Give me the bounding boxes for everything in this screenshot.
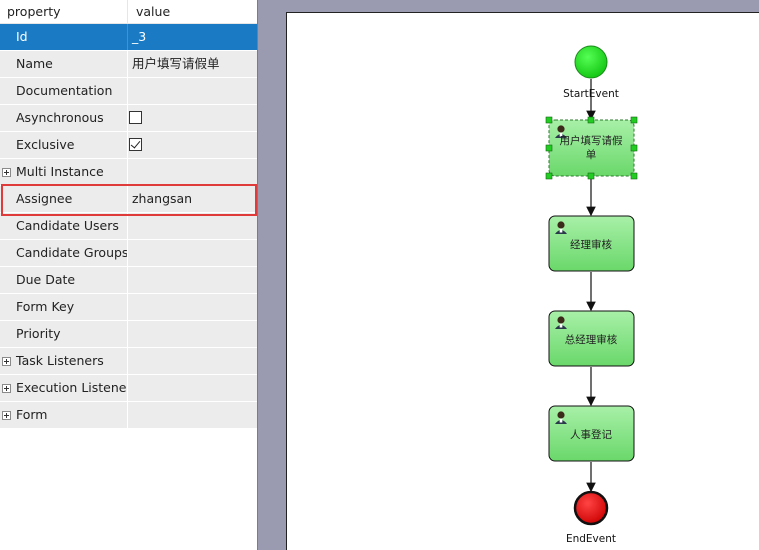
property-row-priority[interactable]: Priority (0, 321, 257, 348)
property-name: Form (16, 407, 48, 422)
expand-icon[interactable] (2, 411, 11, 420)
property-row-id[interactable]: Id _3 (0, 24, 257, 51)
property-row-due-date[interactable]: Due Date (0, 267, 257, 294)
property-row-candidate-users[interactable]: Candidate Users (0, 213, 257, 240)
expand-icon[interactable] (2, 168, 11, 177)
property-name: Due Date (16, 272, 76, 287)
property-column-header[interactable]: property (7, 4, 61, 19)
property-row-assignee[interactable]: Assignee zhangsan (0, 186, 257, 213)
task-general-manager-review[interactable]: 总经理审核 (548, 310, 635, 367)
due-date-value[interactable] (128, 267, 257, 293)
execution-listeners-value[interactable] (128, 375, 257, 401)
candidate-groups-value[interactable] (128, 240, 257, 266)
exclusive-checkbox[interactable] (129, 138, 142, 151)
property-name: Assignee (16, 191, 73, 206)
property-name: Priority (16, 326, 61, 341)
task-hr-registration[interactable]: 人事登记 (548, 405, 635, 462)
expand-icon[interactable] (2, 357, 11, 366)
property-row-candidate-groups[interactable]: Candidate Groups (0, 240, 257, 267)
form-value[interactable] (128, 402, 257, 428)
property-name: Name (16, 56, 53, 71)
property-row-name[interactable]: Name 用户填写请假单 (0, 51, 257, 78)
form-key-value[interactable] (128, 294, 257, 320)
task-label: 用户填写请假 (560, 134, 623, 147)
property-row-documentation[interactable]: Documentation (0, 78, 257, 105)
property-row-asynchronous[interactable]: Asynchronous (0, 105, 257, 132)
property-row-multi-instance[interactable]: Multi Instance (0, 159, 257, 186)
name-value[interactable]: 用户填写请假单 (132, 56, 220, 71)
documentation-value[interactable] (128, 78, 257, 104)
asynchronous-checkbox[interactable] (129, 111, 142, 124)
selection-handles[interactable] (545, 116, 638, 180)
property-name: Documentation (16, 83, 113, 98)
task-manager-review[interactable]: 经理审核 (548, 215, 635, 272)
expand-icon[interactable] (2, 384, 11, 393)
property-name: Candidate Users (16, 218, 119, 233)
assignee-value[interactable]: zhangsan (132, 191, 193, 206)
priority-value[interactable] (128, 321, 257, 347)
properties-header: property value (0, 0, 257, 24)
property-name: Task Listeners (16, 353, 104, 368)
end-event[interactable]: EndEvent (566, 490, 616, 545)
property-name: Form Key (16, 299, 75, 314)
task-label: 经理审核 (570, 238, 612, 251)
diagram-canvas[interactable]: StartEvent 用户填写请假 单 (257, 0, 759, 550)
multi-instance-value[interactable] (128, 159, 257, 185)
end-event-label: EndEvent (566, 533, 616, 545)
property-row-task-listeners[interactable]: Task Listeners (0, 348, 257, 375)
start-event-label: StartEvent (563, 88, 619, 100)
process-diagram: StartEvent 用户填写请假 单 (545, 45, 638, 545)
task-listeners-value[interactable] (128, 348, 257, 374)
property-row-execution-listeners[interactable]: Execution Listeners (0, 375, 257, 402)
property-name: Exclusive (16, 137, 75, 152)
task-label: 总经理审核 (565, 333, 618, 346)
task-label-line2: 单 (586, 149, 597, 161)
property-row-form-key[interactable]: Form Key (0, 294, 257, 321)
task-user-fill-leave-form[interactable]: 用户填写请假 单 (545, 116, 638, 180)
candidate-users-value[interactable] (128, 213, 257, 239)
property-row-form[interactable]: Form (0, 402, 257, 429)
task-label: 人事登记 (570, 428, 612, 441)
property-name: Candidate Groups (16, 245, 127, 260)
property-row-exclusive[interactable]: Exclusive (0, 132, 257, 159)
property-name: Id (16, 29, 28, 44)
column-divider[interactable] (127, 0, 128, 24)
property-name: Asynchronous (16, 110, 104, 125)
property-name: Multi Instance (16, 164, 104, 179)
property-name: Execution Listeners (16, 380, 127, 395)
value-column-header[interactable]: value (136, 4, 171, 19)
id-value[interactable]: _3 (132, 29, 147, 44)
properties-panel: property value Id _3 Name 用户填写请假单 Docume… (0, 0, 257, 550)
start-event[interactable]: StartEvent (563, 45, 619, 100)
diagram-page[interactable]: StartEvent 用户填写请假 单 (286, 12, 759, 550)
